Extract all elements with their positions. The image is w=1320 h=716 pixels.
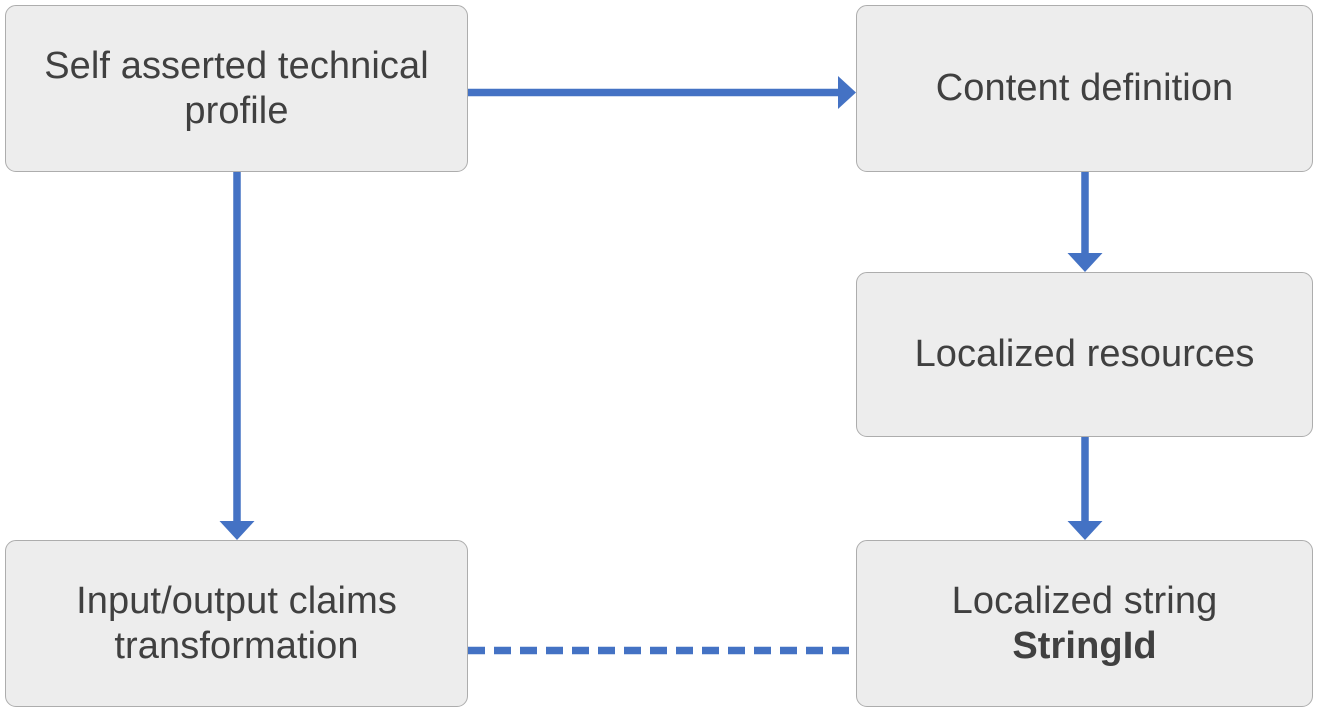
node-label-line1: Localized string bbox=[951, 579, 1218, 622]
connector-self-asserted-to-content-definition bbox=[468, 76, 856, 109]
node-input-output-claims-transformation[interactable]: Input/output claims transformation bbox=[5, 540, 468, 707]
node-content-definition[interactable]: Content definition bbox=[856, 5, 1313, 172]
node-label-line1: Content definition bbox=[935, 67, 1234, 110]
node-localized-resources[interactable]: Localized resources bbox=[856, 272, 1313, 437]
node-label-string-id: StringId bbox=[1012, 624, 1157, 667]
node-label-line2: transformation bbox=[114, 624, 359, 667]
node-label-line1: Input/output claims bbox=[76, 579, 397, 622]
connector-content-definition-to-localized-resources bbox=[1067, 172, 1103, 272]
connector-localized-resources-to-localized-string bbox=[1067, 437, 1103, 540]
node-label-line2: profile bbox=[184, 89, 289, 132]
node-self-asserted-technical-profile[interactable]: Self asserted technical profile bbox=[5, 5, 468, 172]
connector-self-asserted-to-claims-transformation bbox=[219, 172, 255, 540]
node-label-line1: Localized resources bbox=[914, 333, 1255, 376]
node-label-line1: Self asserted technical bbox=[44, 44, 429, 87]
node-localized-string[interactable]: Localized string StringId bbox=[856, 540, 1313, 707]
